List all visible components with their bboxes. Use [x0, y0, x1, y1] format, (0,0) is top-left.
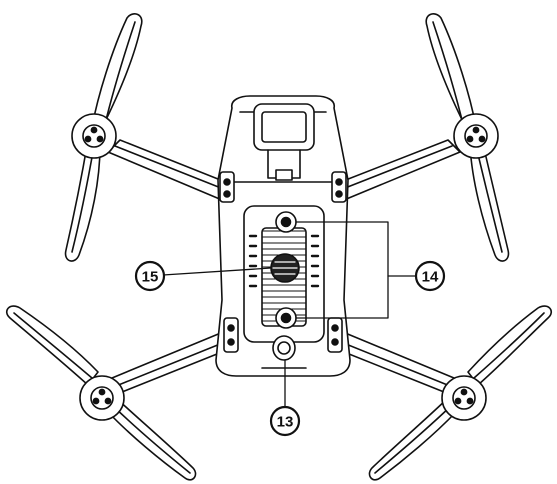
callout-14: 14 [414, 260, 446, 292]
bottom-sensor-front [275, 211, 297, 233]
rear-left-sensor [223, 317, 239, 353]
front-right-sensor [331, 171, 347, 203]
front-left-sensor [219, 171, 235, 203]
front-right-arm [337, 139, 461, 201]
rear-right-propeller [368, 305, 553, 481]
downward-vision-sensor [270, 253, 300, 283]
rear-right-motor [441, 375, 487, 421]
rear-right-sensor [327, 317, 343, 353]
rear-left-arm [111, 329, 233, 393]
callout-15: 15 [134, 260, 166, 292]
callout-14-label: 14 [422, 269, 439, 286]
gimbal-camera [253, 103, 315, 181]
rear-right-arm [333, 329, 455, 393]
callout-13-label: 13 [277, 414, 294, 431]
rear-left-propeller [5, 305, 197, 481]
rear-left-motor [79, 375, 125, 421]
front-right-propeller [425, 13, 510, 262]
callout-15-label: 15 [142, 269, 159, 286]
leader-14-bracket [295, 221, 389, 319]
leader-15 [162, 267, 272, 276]
bottom-sensor-rear [275, 307, 297, 329]
front-left-arm [107, 139, 229, 201]
callout-13: 13 [269, 405, 301, 437]
callout-leaders [162, 221, 418, 409]
auxiliary-light [272, 335, 296, 361]
front-left-motor [71, 113, 117, 159]
front-right-motor [453, 113, 499, 159]
